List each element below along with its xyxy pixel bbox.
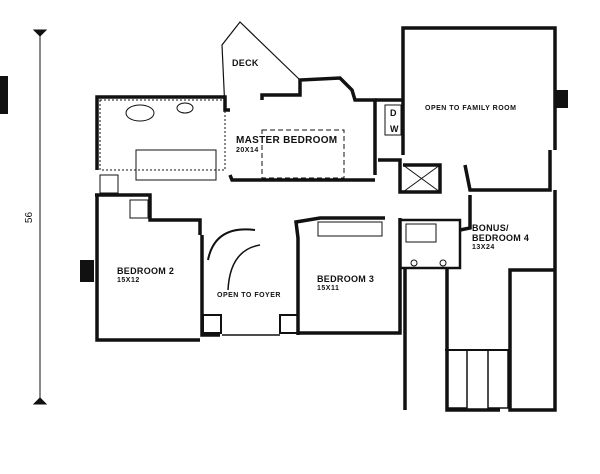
overall-dimension: 56: [24, 211, 36, 224]
room-size: 15X12: [117, 277, 140, 284]
room-name: BEDROOM 2: [117, 266, 175, 276]
room-size: 15X11: [317, 285, 340, 292]
window-marker-right: [554, 90, 568, 108]
room-name-line2: BEDROOM 4: [472, 233, 530, 243]
room-open-to-family-room: OPEN TO FAMILY ROOM: [425, 105, 517, 112]
dryer-label: D: [390, 108, 397, 118]
room-open-to-foyer: OPEN TO FOYER: [217, 292, 281, 299]
room-deck: DECK: [232, 58, 259, 68]
window-marker-left: [80, 260, 94, 282]
room-bedroom-3: BEDROOM 3 15X11: [317, 274, 374, 294]
room-bedroom-2: BEDROOM 2 15X12: [117, 266, 174, 286]
room-bonus-bedroom-4: BONUS/ BEDROOM 4 13X24: [472, 223, 529, 253]
dimension-line: [32, 29, 48, 405]
fixtures: [99, 99, 447, 291]
walls: [95, 21, 557, 412]
room-name: BONUS/: [472, 223, 509, 233]
washer-label: W: [390, 124, 399, 134]
room-name: BEDROOM 3: [317, 274, 375, 284]
entry-marker: [0, 76, 8, 114]
room-name: MASTER BEDROOM: [236, 135, 338, 146]
room-size: 13X24: [472, 244, 495, 251]
room-size: 20X14: [236, 147, 259, 154]
room-master-bedroom: MASTER BEDROOM 20X14: [236, 136, 337, 156]
